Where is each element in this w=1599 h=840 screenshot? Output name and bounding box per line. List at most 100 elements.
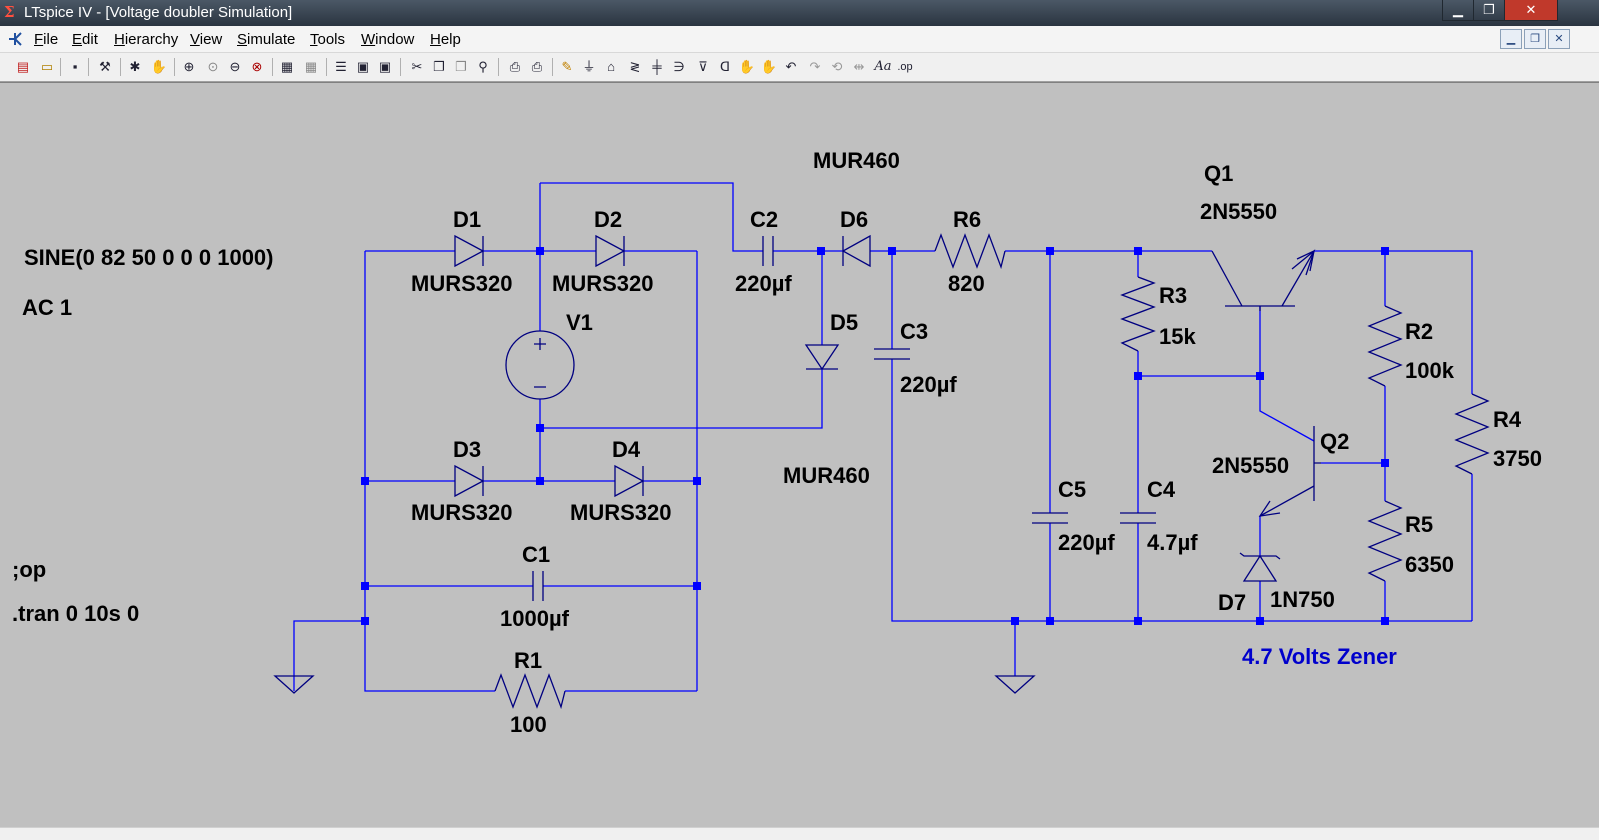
c5-value[interactable]: 220µf <box>1058 530 1115 555</box>
d4-diode-symbol[interactable] <box>614 464 645 498</box>
mirror-icon[interactable]: ⇹ <box>853 59 865 74</box>
r4-resistor-symbol[interactable] <box>1454 393 1490 475</box>
d7-value[interactable]: 1N750 <box>1270 587 1335 612</box>
d6-diode-symbol[interactable] <box>841 234 871 268</box>
print-preview-icon[interactable]: ⎙ <box>531 59 543 74</box>
zener-comment[interactable]: 4.7 Volts Zener <box>1242 644 1397 669</box>
q2-label[interactable]: Q2 <box>1320 429 1349 454</box>
menu-hierarchy[interactable]: Hierarchy <box>114 31 179 48</box>
inductor-icon[interactable]: ∋ <box>673 59 685 74</box>
d5-label[interactable]: D5 <box>830 310 858 335</box>
d7-label[interactable]: D7 <box>1218 590 1246 615</box>
c1-label[interactable]: C1 <box>522 542 550 567</box>
control-panel-icon[interactable]: ⚒ <box>99 59 111 74</box>
diode-icon[interactable]: ⊽ <box>698 59 708 74</box>
q1-transistor-symbol[interactable] <box>1211 249 1316 311</box>
schematic-doc-icon[interactable] <box>6 30 24 48</box>
mdi-close-button[interactable]: ✕ <box>1548 29 1570 49</box>
d2-label[interactable]: D2 <box>594 207 622 232</box>
q1-value[interactable]: 2N5550 <box>1200 199 1277 224</box>
cut-icon[interactable]: ✂ <box>411 59 423 74</box>
q2-transistor-symbol[interactable] <box>1258 426 1321 517</box>
r6-value[interactable]: 820 <box>948 271 985 296</box>
save-icon[interactable]: ▪ <box>72 59 78 74</box>
move-icon[interactable]: ✋ <box>738 59 756 74</box>
schematic-svg[interactable]: SINE(0 82 50 0 0 0 1000) AC 1 ;op .tran … <box>0 83 1599 828</box>
menu-edit[interactable]: Edit <box>72 31 98 48</box>
d4-value[interactable]: MURS320 <box>570 500 671 525</box>
c2-capacitor-symbol[interactable] <box>762 236 774 266</box>
r5-label[interactable]: R5 <box>1405 512 1433 537</box>
c5-label[interactable]: C5 <box>1058 477 1086 502</box>
draw-wire-icon[interactable]: ✎ <box>561 59 573 74</box>
grid-icon[interactable]: ▦ <box>304 59 318 74</box>
d4-label[interactable]: D4 <box>612 437 641 462</box>
r5-resistor-symbol[interactable] <box>1367 500 1403 582</box>
schematic-canvas[interactable]: SINE(0 82 50 0 0 0 1000) AC 1 ;op .tran … <box>0 82 1599 828</box>
v1-label[interactable]: V1 <box>566 310 593 335</box>
d3-value[interactable]: MURS320 <box>411 500 512 525</box>
pan-icon[interactable]: ⊙ <box>207 59 219 74</box>
d7-zener-symbol[interactable] <box>1239 552 1281 582</box>
d1-label[interactable]: D1 <box>453 207 481 232</box>
halt-icon[interactable]: ✋ <box>150 59 168 74</box>
redo-icon[interactable]: ↷ <box>809 59 821 74</box>
c2-value[interactable]: 220µf <box>735 271 792 296</box>
new-schematic-icon[interactable]: ▤ <box>16 59 30 74</box>
text-icon[interactable]: Aa <box>874 59 892 74</box>
r3-value[interactable]: 15k <box>1159 324 1196 349</box>
v1-source-symbol[interactable] <box>505 330 575 400</box>
menu-view[interactable]: View <box>190 31 223 48</box>
resistor-icon[interactable]: ≷ <box>629 59 641 74</box>
minimize-button[interactable]: ▁ <box>1442 0 1474 21</box>
mdi-minimize-button[interactable]: ▁ <box>1500 29 1522 49</box>
c5-capacitor-symbol[interactable] <box>1032 512 1068 524</box>
menu-window[interactable]: Window <box>361 31 415 48</box>
c3-value[interactable]: 220µf <box>900 372 957 397</box>
r1-label[interactable]: R1 <box>514 648 542 673</box>
r1-resistor-symbol[interactable] <box>494 673 566 710</box>
r2-value[interactable]: 100k <box>1405 358 1455 383</box>
close-button[interactable]: ✕ <box>1504 0 1558 21</box>
cascade-icon[interactable]: ▣ <box>356 59 370 74</box>
c4-capacitor-symbol[interactable] <box>1120 512 1156 524</box>
ac-directive[interactable]: AC 1 <box>22 295 72 320</box>
d1-value[interactable]: MURS320 <box>411 271 512 296</box>
menu-simulate[interactable]: Simulate <box>237 31 296 48</box>
r3-resistor-symbol[interactable] <box>1120 276 1156 352</box>
q2-value[interactable]: 2N5550 <box>1212 453 1289 478</box>
r5-value[interactable]: 6350 <box>1405 552 1454 577</box>
r6-resistor-symbol[interactable] <box>934 233 1006 270</box>
d6-value[interactable]: MUR460 <box>813 148 900 173</box>
d6-label[interactable]: D6 <box>840 207 868 232</box>
d5-diode-symbol[interactable] <box>804 344 840 371</box>
c4-label[interactable]: C4 <box>1147 477 1176 502</box>
q1-label[interactable]: Q1 <box>1204 161 1233 186</box>
r4-value[interactable]: 3750 <box>1493 446 1542 471</box>
source-directive[interactable]: SINE(0 82 50 0 0 0 1000) <box>24 245 274 270</box>
r2-label[interactable]: R2 <box>1405 319 1433 344</box>
autorange-icon[interactable]: ▦ <box>280 59 294 74</box>
maximize-button[interactable]: ❐ <box>1473 0 1505 21</box>
d3-label[interactable]: D3 <box>453 437 481 462</box>
ground-symbol-left[interactable] <box>273 675 315 694</box>
d1-diode-symbol[interactable] <box>454 234 485 268</box>
ltspice-app-icon[interactable]: Ʃ <box>4 3 15 21</box>
r4-label[interactable]: R4 <box>1493 407 1522 432</box>
zoom-out-icon[interactable]: ⊖ <box>229 59 241 74</box>
r1-value[interactable]: 100 <box>510 712 547 737</box>
open-icon[interactable]: ▭ <box>40 59 54 74</box>
component-icon[interactable]: ᗡ <box>720 59 730 74</box>
d5-value[interactable]: MUR460 <box>783 463 870 488</box>
d2-diode-symbol[interactable] <box>595 234 626 268</box>
label-net-icon[interactable]: ⌂ <box>607 59 615 74</box>
spice-directive-icon[interactable]: .op <box>897 61 913 73</box>
ground-icon[interactable]: ⏚ <box>582 59 596 74</box>
r6-label[interactable]: R6 <box>953 207 981 232</box>
d3-diode-symbol[interactable] <box>454 464 485 498</box>
undo-icon[interactable]: ↶ <box>785 59 797 74</box>
copy-icon[interactable]: ❐ <box>433 59 445 74</box>
run-icon[interactable]: ✱ <box>129 59 141 74</box>
ground-symbol-right[interactable] <box>994 675 1036 694</box>
c3-label[interactable]: C3 <box>900 319 928 344</box>
